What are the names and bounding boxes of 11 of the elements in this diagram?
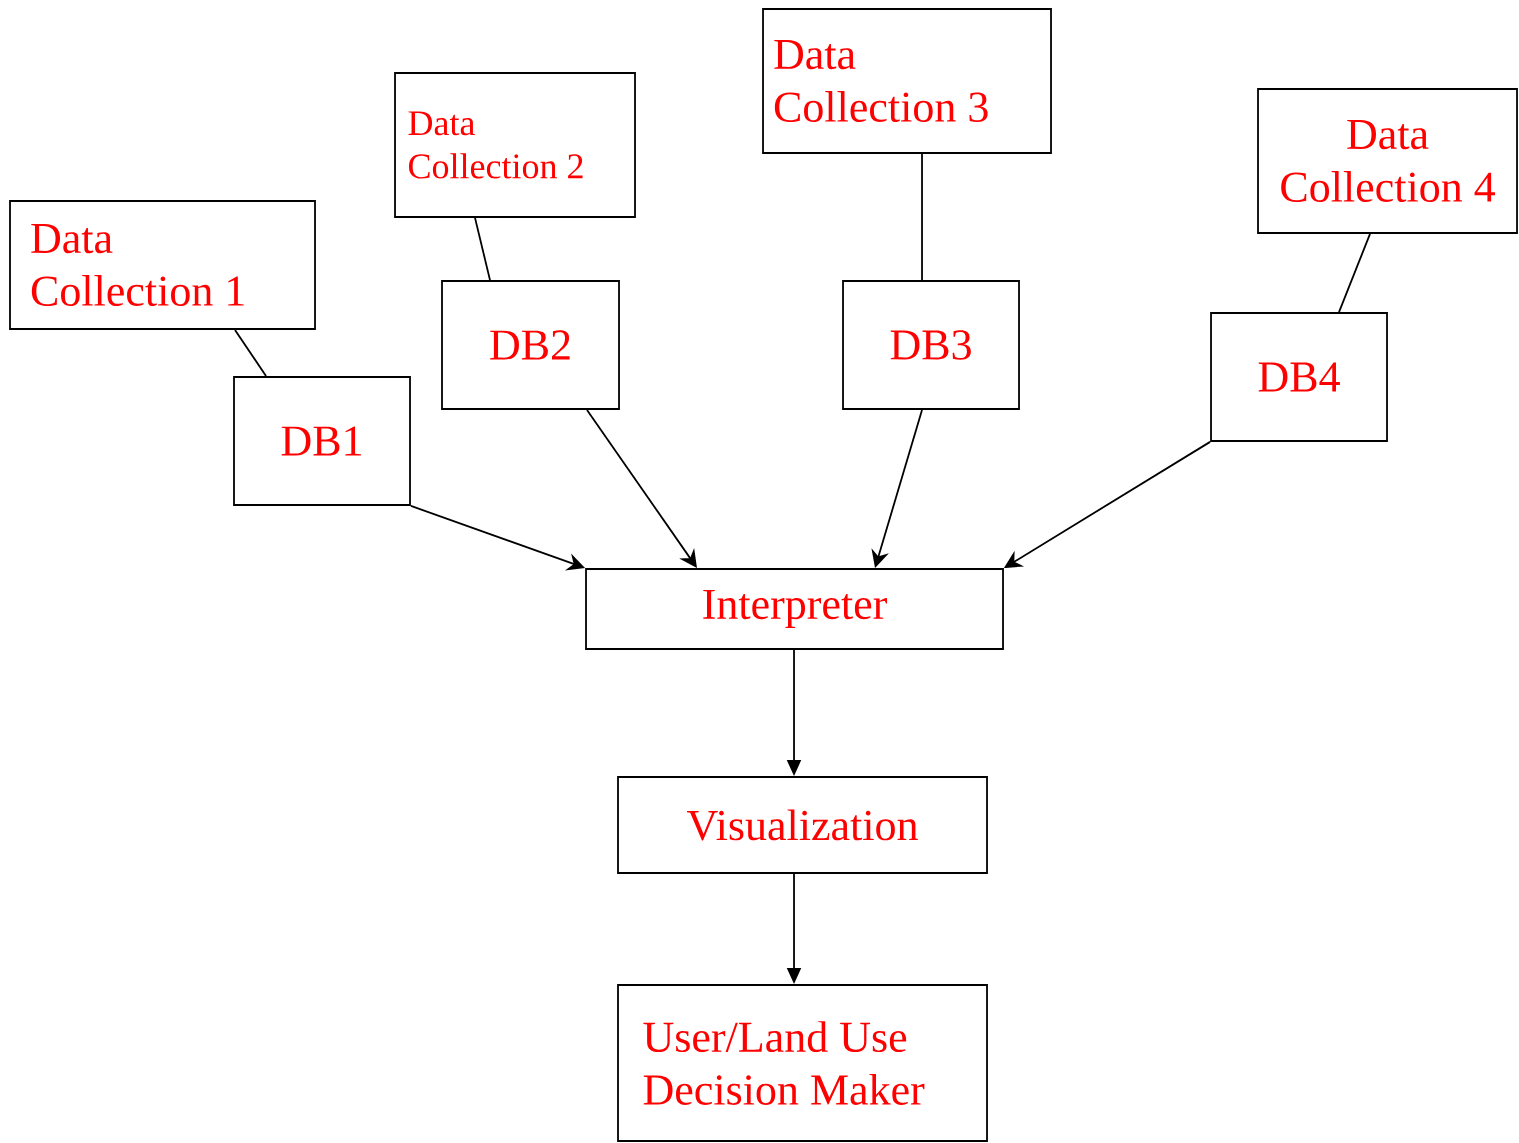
process-box: Visualization xyxy=(617,776,988,874)
database-box: DB4 xyxy=(1210,312,1388,442)
process-box: Data Collection 2 xyxy=(394,72,636,218)
process-box: Interpreter xyxy=(585,568,1004,650)
process-box: Data Collection 1 xyxy=(9,200,316,330)
process-box: User/Land Use Decision Maker xyxy=(617,984,988,1142)
process-box: Data Collection 4 xyxy=(1257,88,1518,234)
database-box: DB1 xyxy=(233,376,411,506)
database-box: DB3 xyxy=(842,280,1020,410)
database-box: DB2 xyxy=(441,280,620,410)
process-box: Data Collection 3 xyxy=(762,8,1052,154)
